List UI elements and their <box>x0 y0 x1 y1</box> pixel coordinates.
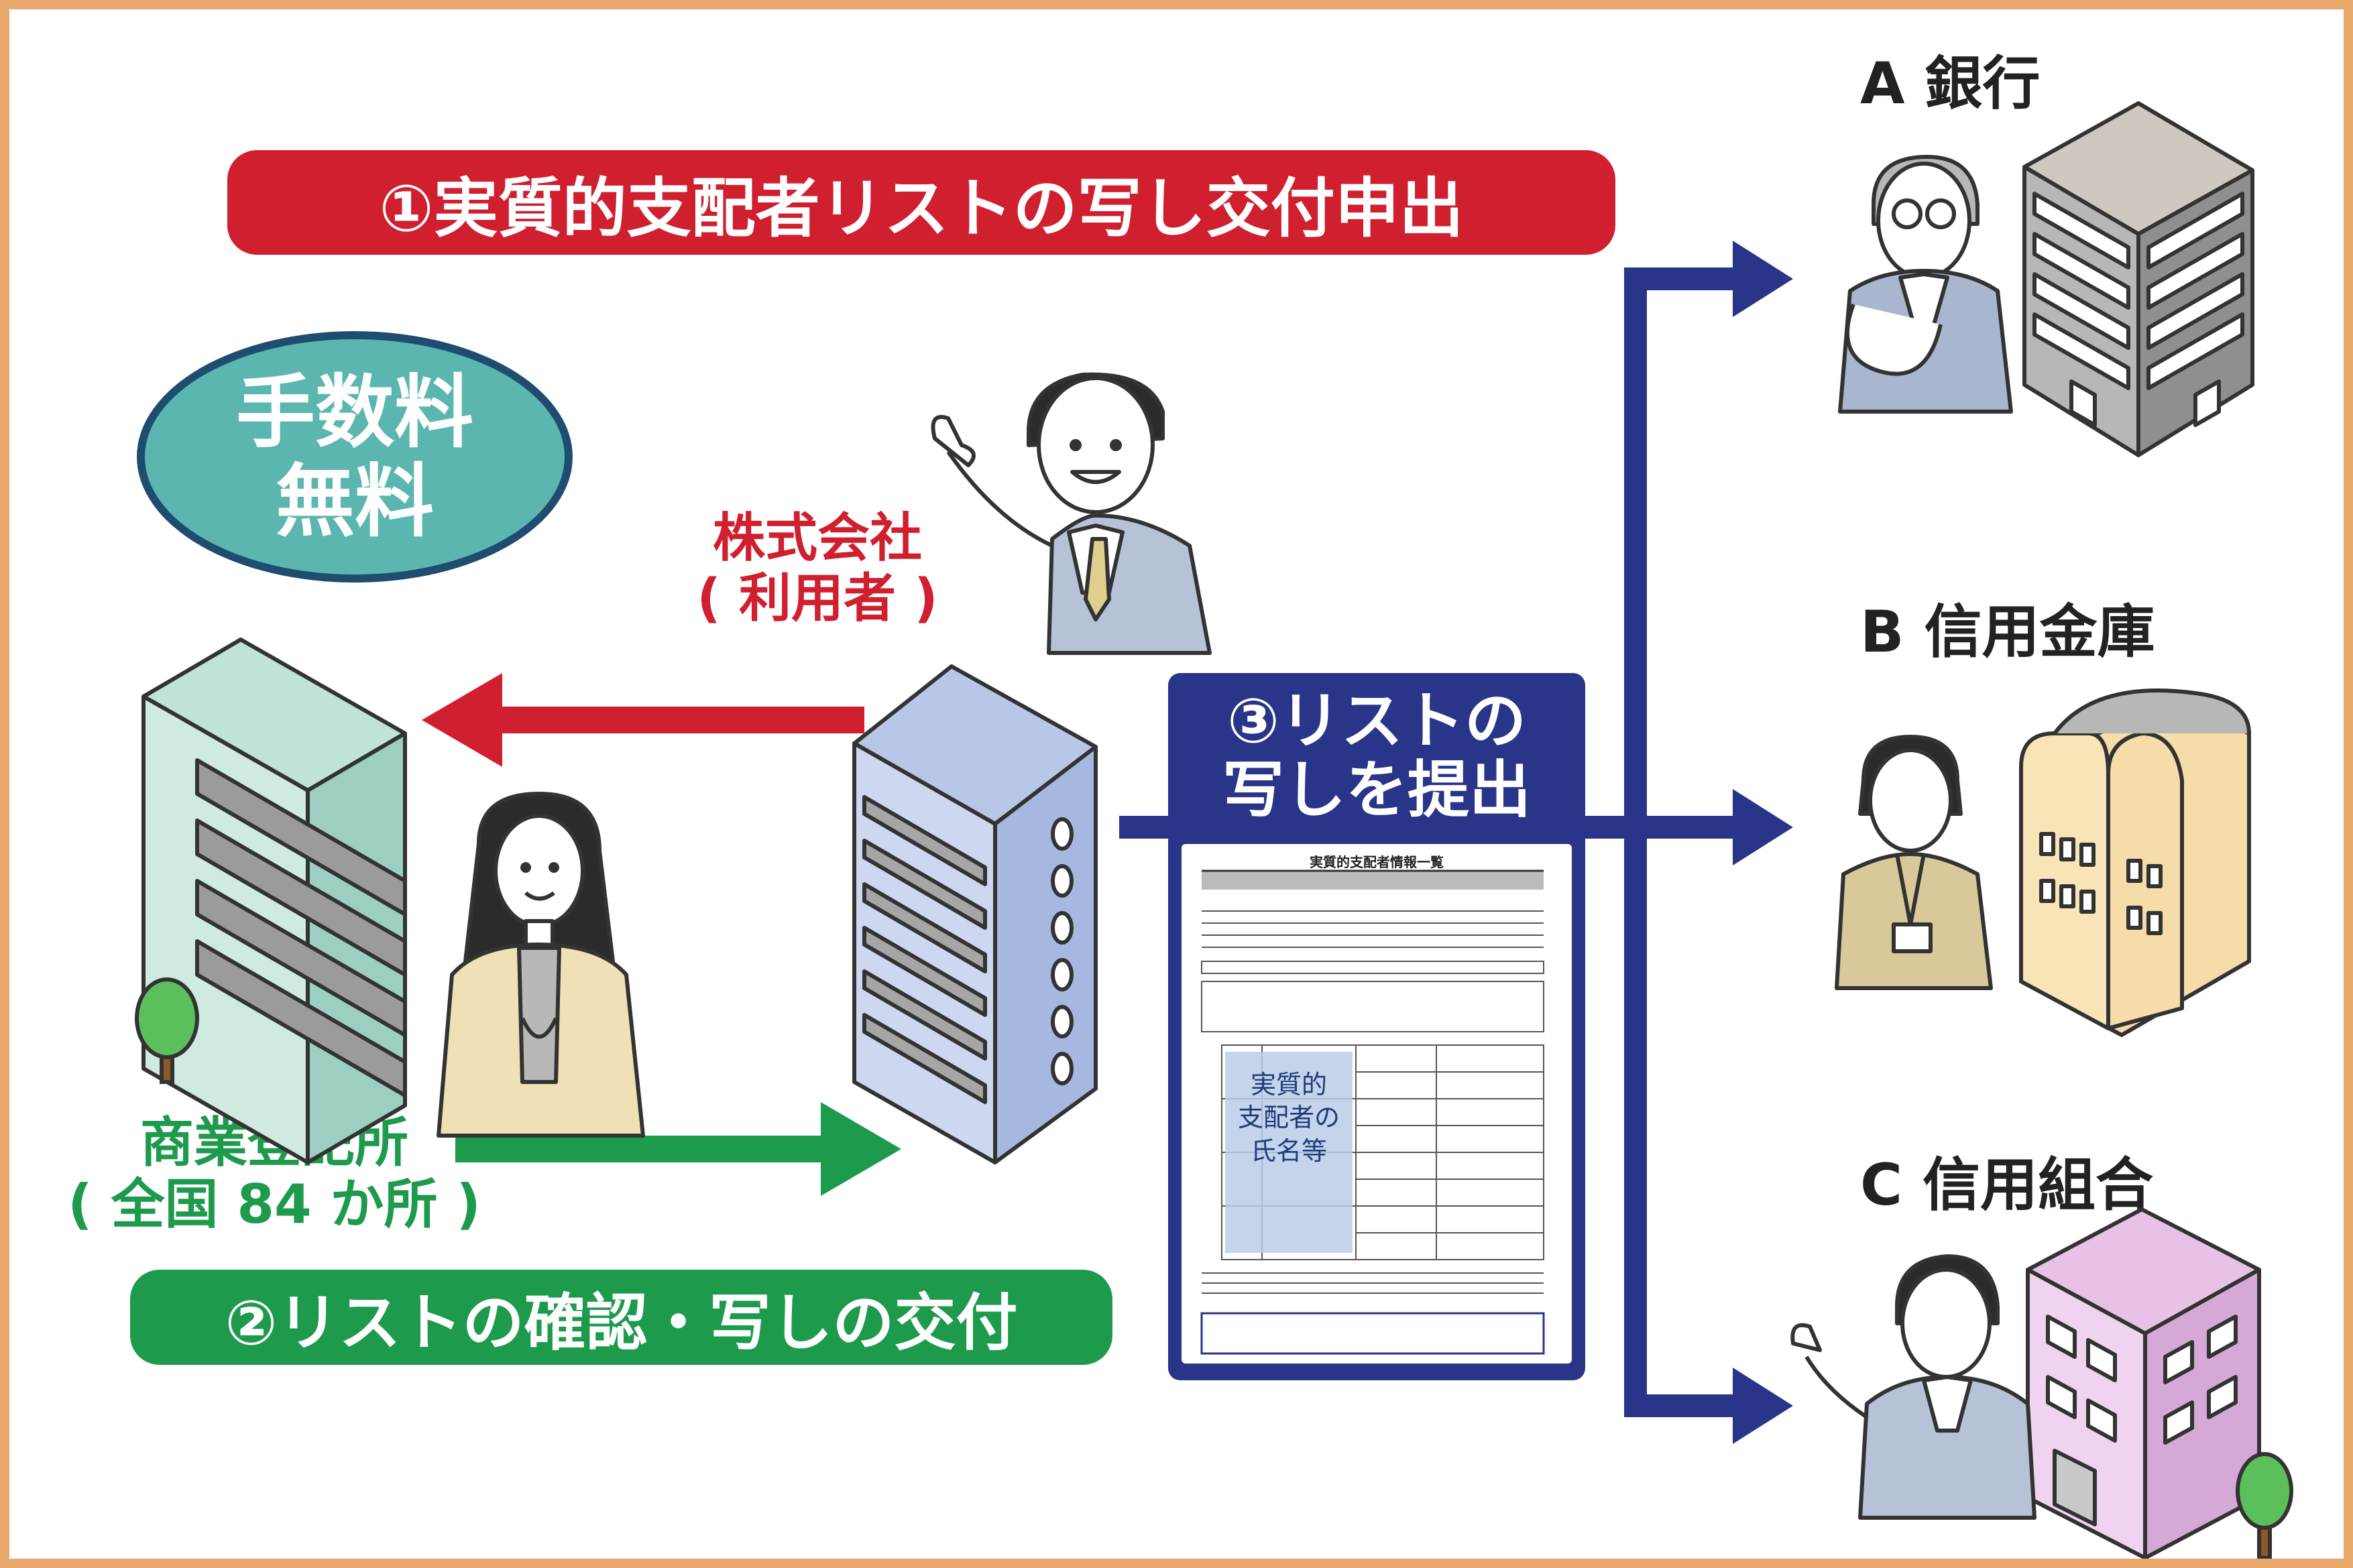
document-header: 実質的支配者情報一覧 <box>1310 854 1444 870</box>
banker-icon <box>1838 155 2013 414</box>
fee-line1: 手数料 <box>235 366 473 459</box>
document-icon: 実質的支配者情報一覧 実質的 支配者の 氏名等 <box>1182 844 1572 1364</box>
registry-line2: ( 全国 84 か所 ) <box>68 1173 481 1235</box>
kumiai-building-icon <box>2026 1207 2261 1559</box>
company-line1: 株式会社 <box>712 508 922 568</box>
step2-banner: ②リストの確認・写しの交付 <box>130 1270 1112 1365</box>
overlay-line1: 実質的 <box>1250 1070 1327 1099</box>
step3-box: ③リストの 写しを提出 <box>1168 673 1585 1380</box>
tree-icon-2 <box>2236 1452 2293 1559</box>
request-arrow <box>422 673 864 767</box>
step1-label: ①実質的支配者リストの写し交付申出 <box>379 170 1464 246</box>
step3-line2: 写しを提出 <box>1222 754 1531 827</box>
company-line2: ( 利用者 ) <box>697 568 938 629</box>
company-label: 株式会社 ( 利用者 ) <box>693 508 941 629</box>
step2-label: ②リストの確認・写しの交付 <box>225 1286 1018 1359</box>
document-form <box>1200 869 1545 1355</box>
shinkin-building-icon <box>2019 688 2251 1037</box>
bank-building-icon <box>2022 101 2254 457</box>
woman-staff-icon <box>1835 735 1993 990</box>
document-overlay: 実質的 支配者の 氏名等 <box>1225 1069 1353 1168</box>
woman-clerk-icon <box>437 792 645 1138</box>
fee-line2: 無料 <box>275 455 434 548</box>
bank-label-a: A 銀行 <box>1860 50 2041 117</box>
man-presenter-icon <box>931 372 1212 655</box>
bank-label-b: B 信用金庫 <box>1860 599 2155 666</box>
step1-banner: ①実質的支配者リストの写し交付申出 <box>227 150 1615 255</box>
man-staff-icon <box>1790 1254 2036 1520</box>
overlay-line3: 氏名等 <box>1250 1136 1327 1166</box>
issue-arrow <box>455 1102 901 1196</box>
company-building-icon <box>852 664 1098 1164</box>
tree-icon <box>135 977 199 1084</box>
registry-building-icon <box>141 638 407 1164</box>
step3-line1: ③リストの <box>1227 685 1526 757</box>
overlay-line2: 支配者の <box>1237 1103 1340 1133</box>
bank-label-c: C 信用組合 <box>1860 1152 2154 1219</box>
illustrations-layer <box>135 101 2293 1559</box>
